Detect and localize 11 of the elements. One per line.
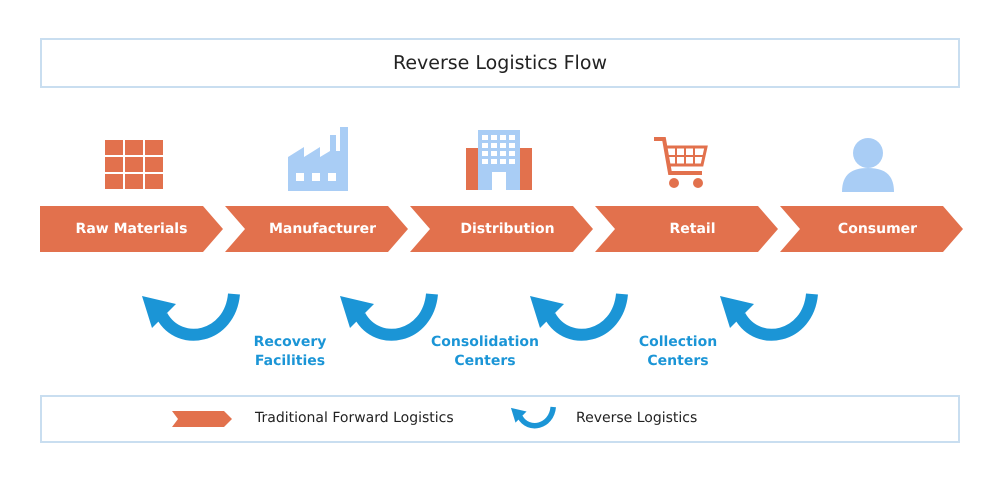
legend-text: Reverse Logistics — [576, 410, 698, 426]
stage-label: Consolidation Centers — [430, 333, 540, 371]
stage-banner: Distribution — [410, 206, 593, 252]
title: Reverse Logistics Flow — [392, 52, 607, 74]
legend-text: Traditional Forward Logistics — [255, 410, 454, 426]
stage-banner: Manufacturer — [225, 206, 408, 252]
stage-label: Recovery Facilities — [252, 333, 328, 371]
stage-banner: Consumer — [780, 206, 963, 252]
stage-banner: Raw Materials — [40, 206, 223, 252]
stage-label: Collection Centers — [638, 333, 718, 371]
stage-banner: Retail — [595, 206, 778, 252]
